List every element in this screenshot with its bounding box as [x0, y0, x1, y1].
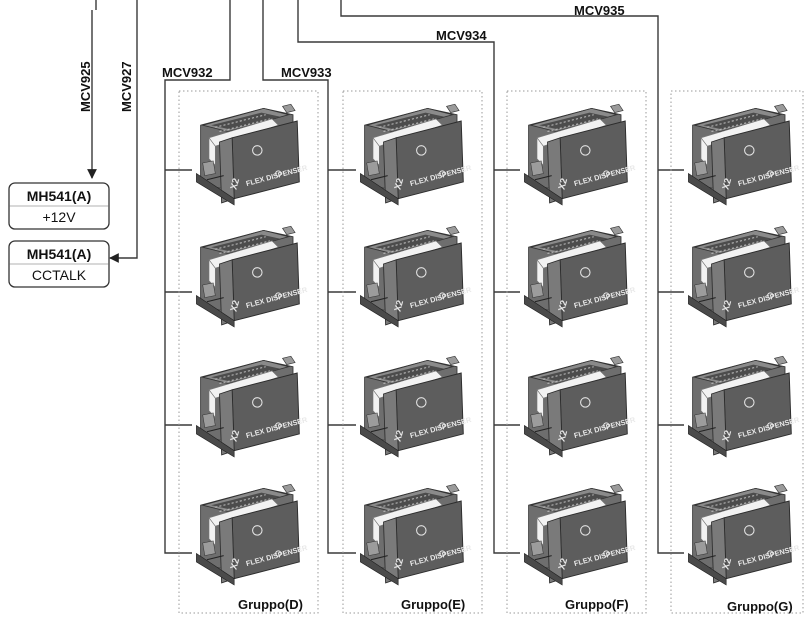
- group-frame-d: [178, 90, 319, 614]
- power-connector-box: MH541(A) +12V: [8, 182, 110, 230]
- coin-dispenser-e-1: FLEX DISPENSER: [359, 103, 473, 206]
- coin-dispenser-g-3: FLEX DISPENSER: [687, 355, 801, 458]
- coin-dispenser-g-1: FLEX DISPENSER: [687, 103, 801, 206]
- group-label-e: Gruppo(E): [401, 597, 465, 612]
- group-frame-f: [506, 90, 647, 614]
- coin-dispenser-d-4: FLEX DISPENSER: [195, 483, 309, 586]
- wire-label-mcv934: MCV934: [436, 28, 487, 43]
- coin-dispenser-g-2: FLEX DISPENSER: [687, 225, 801, 328]
- wire-label-mcv935: MCV935: [574, 3, 625, 18]
- coin-dispenser-f-2: FLEX DISPENSER: [523, 225, 637, 328]
- wire-label-mcv925: MCV925: [78, 61, 93, 112]
- dispenser-grid: FLEX DISPENSER FLEX DISPENSER FLEX DISPENS…: [195, 103, 801, 586]
- wire-label-mcv933: MCV933: [281, 65, 332, 80]
- wire-label-mcv932: MCV932: [162, 65, 213, 80]
- cctalk-box-subtitle: CCTALK: [32, 267, 87, 283]
- cctalk-connector-box: MH541(A) CCTALK: [8, 240, 110, 288]
- group-label-f: Gruppo(F): [565, 597, 629, 612]
- coin-dispenser-f-1: FLEX DISPENSER: [523, 103, 637, 206]
- cctalk-box-title: MH541(A): [27, 246, 92, 262]
- coin-dispenser-f-3: FLEX DISPENSER: [523, 355, 637, 458]
- coin-dispenser-e-2: FLEX DISPENSER: [359, 225, 473, 328]
- coin-dispenser-g-4: FLEX DISPENSER: [687, 483, 801, 586]
- group-label-d: Gruppo(D): [238, 597, 303, 612]
- wire-label-mcv927: MCV927: [119, 61, 134, 112]
- coin-dispenser-d-2: FLEX DISPENSER: [195, 225, 309, 328]
- coin-dispenser-d-1: FLEX DISPENSER: [195, 103, 309, 206]
- group-frame-g: [670, 90, 804, 614]
- wire-mcv934: [297, 0, 520, 554]
- wire-mcv932: [164, 0, 231, 554]
- group-label-g: Gruppo(G): [727, 599, 793, 614]
- wire-mcv925: [92, 0, 96, 178]
- power-box-subtitle: +12V: [42, 209, 76, 225]
- power-box-title: MH541(A): [27, 188, 92, 204]
- coin-dispenser-f-4: FLEX DISPENSER: [523, 483, 637, 586]
- wire-mcv927: [109, 0, 138, 263]
- coin-dispenser-e-3: FLEX DISPENSER: [359, 355, 473, 458]
- coin-dispenser-e-4: FLEX DISPENSER: [359, 483, 473, 586]
- group-frame-e: [342, 90, 483, 614]
- wire-mcv933: [262, 0, 356, 554]
- coin-dispenser-d-3: FLEX DISPENSER: [195, 355, 309, 458]
